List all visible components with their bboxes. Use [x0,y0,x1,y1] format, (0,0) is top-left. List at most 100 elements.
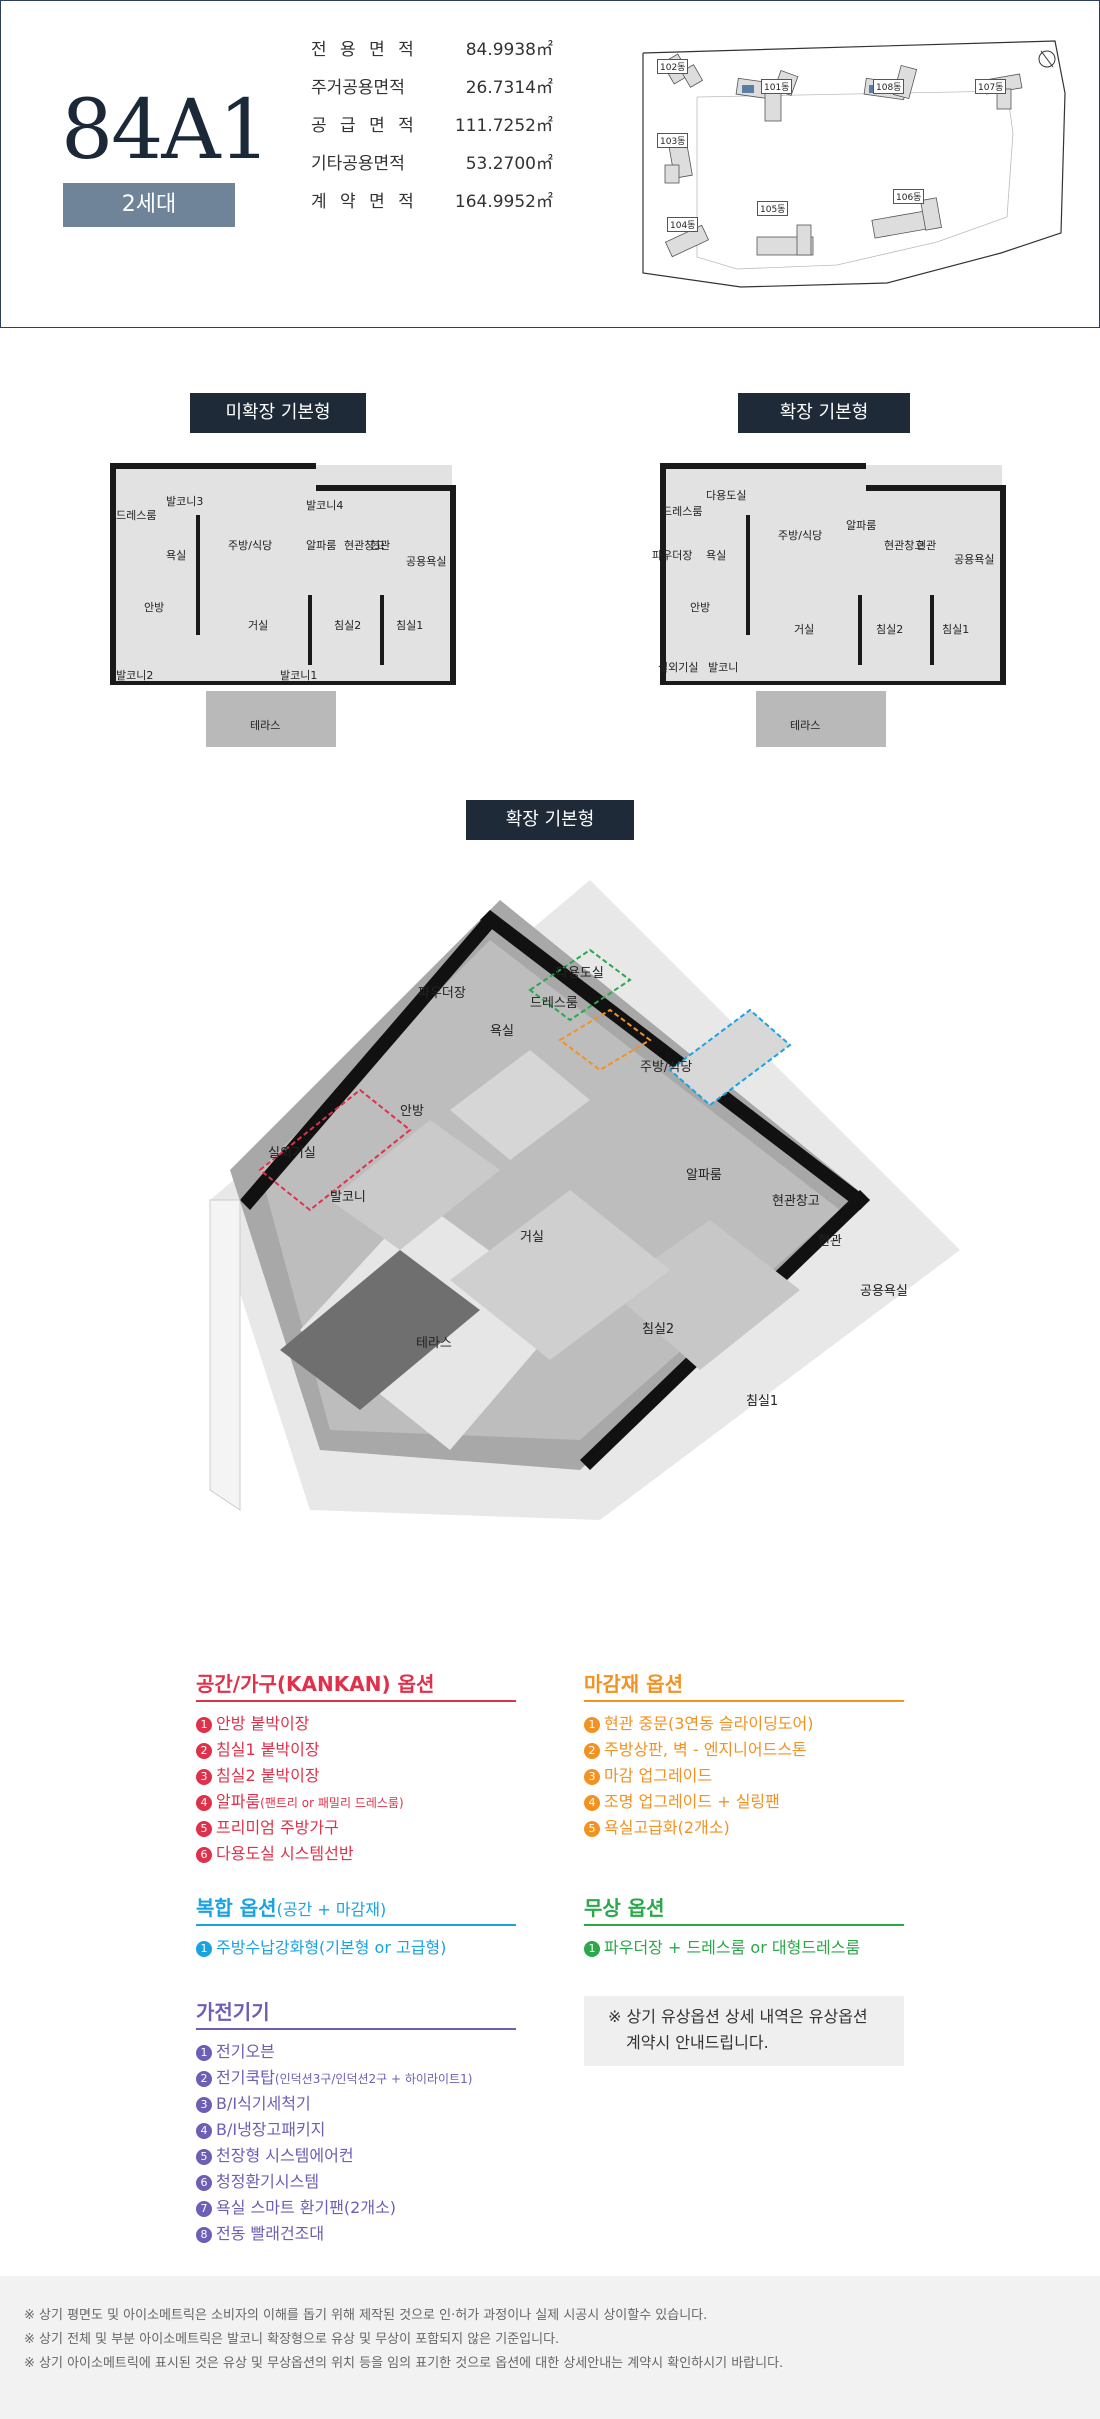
area-label: 계 약 면 적 [311,192,418,212]
plan-wall [746,515,750,635]
free-option-divider [584,1924,904,1926]
finish-option-title: 마감재 옵션 [584,1672,683,1696]
option-notice-box: ※ 상기 유상옵션 상세 내역은 유상옵션 계약시 안내드립니다. [584,1996,904,2066]
combo-option-title: 복합 옵션(공간 + 마감재) [196,1896,387,1920]
unit-type-code: 84A1 [61,83,271,178]
plan-wall [858,595,862,665]
combo-option-divider [196,1924,516,1926]
iso-room-label: 드레스룸 [530,996,578,1011]
unit-info-panel: 84A1 2세대 전 용 면 적 84.9938㎡ 주거공용면적 26.7314… [0,0,1100,328]
area-value: 164.9952㎡ [454,192,553,212]
finish-option-divider [584,1700,904,1702]
plan-room-label: 안방 [144,601,165,614]
plan-floor [662,465,1002,685]
notice-line: 계약시 안내드립니다. [626,2033,769,2052]
plan-room-label: 침실1 [942,623,970,636]
plan-room-label: 발코니4 [306,499,344,512]
building-label: 104동 [667,217,699,232]
iso-room-label: 실외기실 [268,1146,316,1161]
plan-wall [1000,485,1006,685]
space-option-divider [196,1700,516,1702]
site-boundary-drawing [642,40,1066,288]
area-row: 전 용 면 적 84.9938㎡ [301,35,601,63]
plan-room-label: 현관 [916,539,937,552]
area-row: 주거공용면적 26.7314㎡ [301,73,601,101]
households-badge: 2세대 [63,183,235,227]
plan-room-label: 드레스룸 [116,509,157,522]
plan-wall [110,463,116,685]
plan-wall [380,595,384,665]
site-map: 102동 101동 108동 107동 103동 104동 105동 106동 [637,37,1077,293]
plan-wall [450,485,456,685]
plan-room-label: 테라스 [250,719,281,732]
plan-wall [308,595,312,665]
plan-room-label: 드레스룸 [662,505,703,518]
free-option-title: 무상 옵션 [584,1896,665,1920]
building-label: 106동 [893,189,925,204]
plan-wall [866,485,1006,491]
notice-line: ※ 상기 유상옵션 상세 내역은 유상옵션 [608,2007,868,2026]
area-value: 26.7314㎡ [465,78,553,98]
disclaimer-line: ※ 상기 평면도 및 아이소메트릭은 소비자의 이해를 돕기 위해 제작된 것으… [24,2308,708,2323]
isometric-drawing [209,880,960,1520]
iso-room-label: 발코니 [330,1190,366,1205]
plan-floor [112,465,452,685]
building-label: 103동 [657,133,689,148]
plan-room-label: 현관 [370,539,391,552]
plan-wall [110,463,316,469]
plan-room-label: 발코니2 [116,669,154,682]
iso-room-label: 주방/식당 [640,1060,693,1075]
area-value: 53.2700㎡ [465,154,553,174]
unextended-floor-plan: 발코니3 드레스룸 욕실 주방/식당 알파룸 발코니4 현관창고 현관 공용욕실… [100,455,458,750]
plan-wall [660,681,1006,685]
isometric-view: 드레스룸 파우더장 다용도실 욕실 주방/식당 안방 알파룸 현관창고 현관 실… [150,870,990,1630]
building-label: 101동 [761,79,793,94]
plan-room-label: 현관창고 [344,539,385,552]
plan-room-label: 알파룸 [846,519,877,532]
iso-room-label: 알파룸 [686,1168,722,1183]
plan-room-label: 욕실 [706,549,727,562]
plan-room-label: 알파룸 [306,539,337,552]
plan-room-label: 발코니1 [280,669,318,682]
plan-wall [660,463,666,685]
plan-wall [660,463,866,469]
footer-disclaimer: ※ 상기 평면도 및 아이소메트릭은 소비자의 이해를 돕기 위해 제작된 것으… [0,2276,1100,2419]
plan-terrace [206,691,336,747]
area-row: 계 약 면 적 164.9952㎡ [301,187,601,215]
plan-room-label: 실외기실 [658,661,699,674]
plan-room-label: 발코니 [708,661,739,674]
plan-wall [110,681,456,685]
plan-room-label: 침실2 [876,623,904,636]
plan-room-label: 욕실 [166,549,187,562]
iso-room-label: 현관 [818,1234,842,1249]
plan-room-label: 공용욕실 [954,553,995,566]
plan-room-label: 다용도실 [706,489,747,502]
plan-room-label: 안방 [690,601,711,614]
area-label: 전 용 면 적 [311,40,418,60]
area-row: 공 급 면 적 111.7252㎡ [301,111,601,139]
area-label: 기타공용면적 [311,154,405,174]
plan-room-label: 파우더장 [652,549,693,562]
plan-room-label: 침실2 [334,619,362,632]
iso-room-label: 파우더장 [418,986,466,1001]
iso-room-label: 욕실 [490,1024,514,1039]
extended-floor-plan: 다용도실 드레스룸 파우더장 욕실 주방/식당 알파룸 현관창고 현관 공용욕실… [650,455,1008,750]
iso-room-label: 테라스 [416,1336,452,1351]
iso-room-label: 거실 [520,1230,544,1245]
